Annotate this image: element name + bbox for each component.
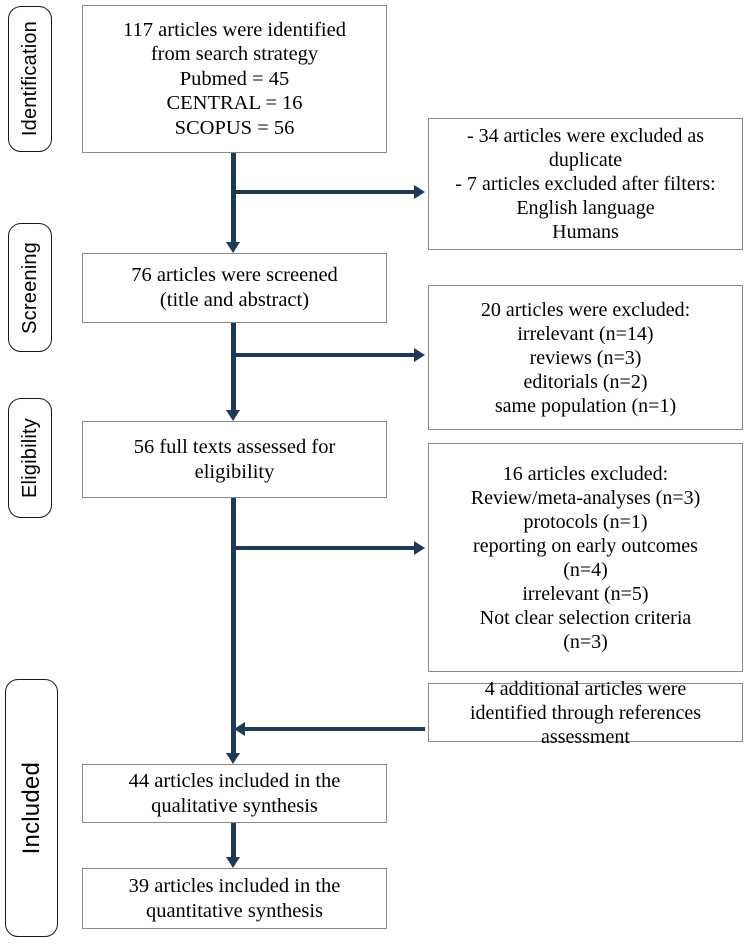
box-full-texts-assessed: 56 full texts assessed for eligibility: [82, 421, 387, 498]
box-qualitative-synthesis: 44 articles included in the qualitative …: [82, 764, 387, 823]
box-excluded-screening-text: 20 articles were excluded: irrelevant (n…: [480, 298, 691, 417]
arrowhead-full-texts-to-qualitative: [226, 753, 240, 764]
connector-screened-to-full-texts: [231, 323, 236, 410]
stage-pill-eligibility: Eligibility: [8, 398, 52, 518]
box-quantitative-synthesis-text: 39 articles included in the quantitative…: [128, 874, 341, 922]
arrowhead-identified-to-screened: [226, 242, 240, 253]
box-excluded-eligibility: 16 articles excluded: Review/meta-analys…: [428, 443, 743, 672]
arrowhead-additional-references-to-trunk: [234, 722, 245, 736]
stage-pill-identification: Identification: [8, 6, 52, 152]
arrowhead-to-excluded-eligibility: [414, 541, 425, 555]
arrowhead-to-excluded-duplicates: [414, 185, 425, 199]
connector-to-excluded-eligibility: [233, 546, 415, 550]
arrowhead-qualitative-to-quantitative: [226, 857, 240, 868]
box-excluded-screening: 20 articles were excluded: irrelevant (n…: [428, 285, 743, 430]
arrowhead-to-excluded-screening: [414, 348, 425, 362]
box-additional-references: 4 additional articles were identified th…: [428, 678, 743, 748]
connector-to-excluded-screening: [233, 353, 415, 357]
box-qualitative-synthesis-text: 44 articles included in the qualitative …: [128, 769, 341, 817]
connector-additional-references-to-trunk: [245, 727, 425, 731]
connector-identified-to-screened: [231, 153, 236, 242]
box-articles-screened: 76 articles were screened (title and abs…: [82, 253, 387, 323]
arrowhead-screened-to-full-texts: [226, 410, 240, 421]
box-articles-screened-text: 76 articles were screened (title and abs…: [131, 264, 338, 311]
stage-pill-included: Included: [5, 679, 58, 937]
box-articles-identified: 117 articles were identified from search…: [82, 5, 387, 153]
box-excluded-eligibility-text: 16 articles excluded: Review/meta-analys…: [470, 462, 701, 653]
box-quantitative-synthesis: 39 articles included in the quantitative…: [82, 868, 387, 929]
stage-label-included: Included: [17, 761, 45, 855]
stage-label-identification: Identification: [18, 21, 41, 137]
box-excluded-duplicates: - 34 articles were excluded as duplicate…: [428, 118, 743, 250]
connector-full-texts-to-qualitative: [231, 498, 236, 753]
box-full-texts-assessed-text: 56 full texts assessed for eligibility: [133, 435, 336, 483]
stage-label-screening: Screening: [18, 241, 41, 334]
stage-label-eligibility: Eligibility: [18, 417, 41, 498]
connector-qualitative-to-quantitative: [231, 823, 236, 857]
connector-to-excluded-duplicates: [233, 190, 415, 194]
stage-pill-screening: Screening: [8, 223, 52, 352]
box-articles-identified-text: 117 articles were identified from search…: [123, 18, 346, 139]
box-additional-references-text: 4 additional articles were identified th…: [469, 677, 701, 748]
box-excluded-duplicates-text: - 34 articles were excluded as duplicate…: [455, 125, 716, 243]
